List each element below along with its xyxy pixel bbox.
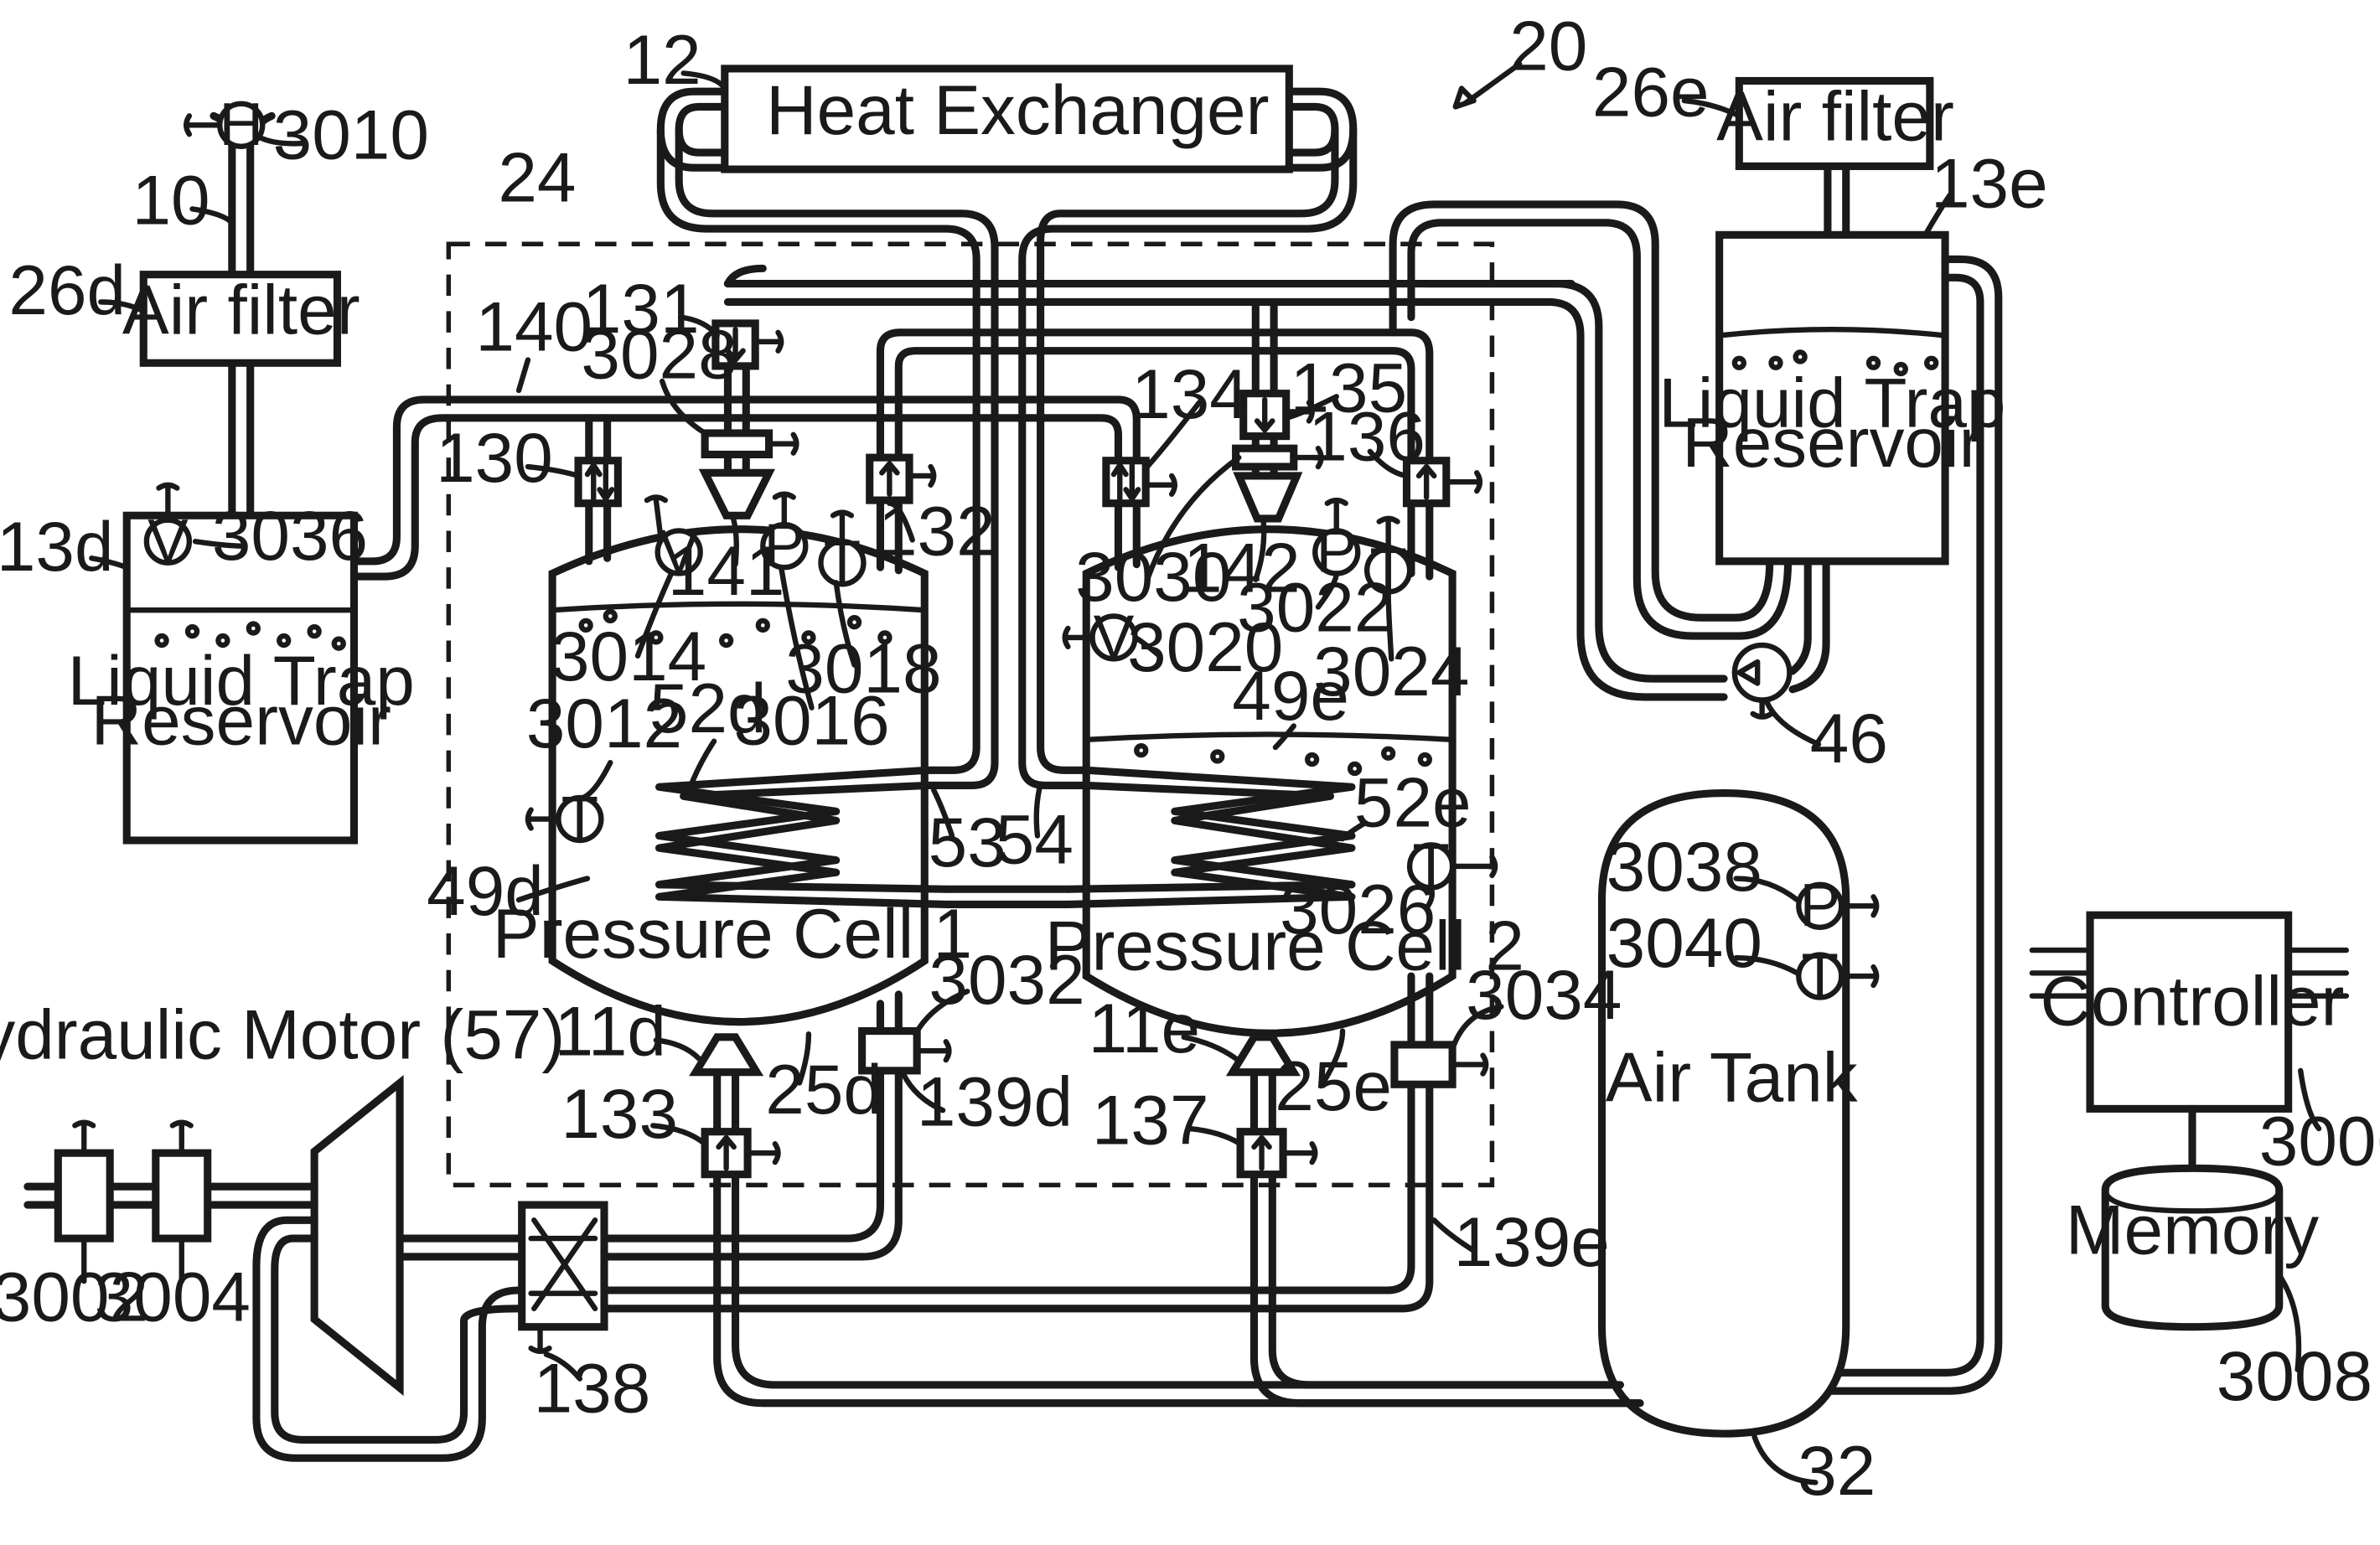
memory: Memory — [2066, 1168, 2319, 1326]
svg-text:T: T — [1802, 942, 1839, 1010]
svg-text:12: 12 — [623, 20, 701, 99]
svg-text:132: 132 — [878, 492, 996, 571]
svg-text:140: 140 — [475, 287, 592, 366]
svg-text:Air Tank: Air Tank — [1606, 1037, 1858, 1116]
svg-text:49d: 49d — [427, 851, 544, 930]
svg-text:52d: 52d — [649, 669, 767, 747]
svg-text:139d: 139d — [917, 1062, 1073, 1140]
svg-text:13d: 13d — [0, 507, 114, 586]
component-3002 — [58, 1153, 110, 1238]
svg-text:138: 138 — [534, 1349, 651, 1428]
sensor-3030 — [1236, 448, 1294, 467]
svg-text:52e: 52e — [1354, 763, 1472, 842]
svg-text:24: 24 — [498, 137, 576, 216]
svg-text:11d: 11d — [555, 992, 666, 1071]
svg-text:136: 136 — [1308, 397, 1425, 476]
svg-text:Reservoir: Reservoir — [1682, 403, 1982, 482]
svg-text:Reservoir: Reservoir — [91, 680, 391, 759]
svg-text:P: P — [1800, 871, 1841, 939]
check-11d — [696, 1037, 757, 1072]
liquid-trap-reservoir-right: Liquid Trap Reservoir — [1658, 235, 2005, 561]
svg-text:25d: 25d — [765, 1050, 882, 1129]
sensor-3034 — [1394, 1045, 1452, 1084]
svg-text:Air filter: Air filter — [122, 271, 360, 349]
svg-text:Memory: Memory — [2066, 1190, 2319, 1269]
nozzle-141 — [705, 473, 768, 515]
svg-text:H: H — [219, 90, 263, 158]
svg-text:3036: 3036 — [212, 496, 368, 575]
svg-text:3040: 3040 — [1606, 903, 1762, 982]
svg-text:3026: 3026 — [1280, 870, 1436, 948]
svg-text:13e: 13e — [1931, 144, 2048, 223]
svg-text:Air filter: Air filter — [1716, 76, 1954, 155]
svg-text:11e: 11e — [1089, 989, 1200, 1067]
svg-text:133: 133 — [561, 1074, 678, 1153]
nozzle-142 — [1239, 476, 1296, 519]
svg-text:3032: 3032 — [929, 940, 1084, 1019]
sensor-3028 — [705, 433, 768, 454]
svg-text:134: 134 — [1131, 354, 1249, 433]
component-3004 — [156, 1153, 208, 1238]
svg-text:3034: 3034 — [1466, 955, 1622, 1034]
right-intake: Air filter — [1716, 76, 1954, 235]
svg-text:32: 32 — [1798, 1431, 1876, 1510]
svg-text:25e: 25e — [1275, 1046, 1392, 1125]
svg-text:Hydraulic Motor (57): Hydraulic Motor (57) — [0, 995, 565, 1073]
svg-text:130: 130 — [436, 418, 553, 497]
heat-exchanger: Heat Exchanger — [660, 69, 1353, 169]
svg-text:10: 10 — [132, 161, 210, 240]
svg-text:26d: 26d — [8, 251, 126, 329]
svg-text:T: T — [561, 784, 598, 852]
svg-text:139e: 139e — [1454, 1202, 1610, 1281]
valve-134 — [1106, 461, 1146, 504]
svg-text:3028: 3028 — [581, 314, 737, 393]
svg-text:49e: 49e — [1232, 656, 1349, 735]
svg-text:137: 137 — [1092, 1080, 1209, 1159]
heat-exchanger-label: Heat Exchanger — [766, 70, 1269, 149]
svg-text:3038: 3038 — [1606, 827, 1762, 906]
svg-text:26e: 26e — [1592, 52, 1710, 131]
svg-text:54: 54 — [996, 799, 1074, 878]
svg-text:3004: 3004 — [95, 1257, 251, 1336]
svg-text:3010: 3010 — [273, 95, 429, 173]
svg-text:20: 20 — [1509, 7, 1587, 85]
valve-130 — [578, 461, 618, 504]
svg-text:46: 46 — [1810, 699, 1888, 778]
svg-text:3006: 3006 — [2259, 1102, 2380, 1181]
switch-valve-138 — [522, 1205, 604, 1351]
svg-text:3008: 3008 — [2217, 1336, 2372, 1415]
svg-text:141: 141 — [668, 531, 785, 610]
